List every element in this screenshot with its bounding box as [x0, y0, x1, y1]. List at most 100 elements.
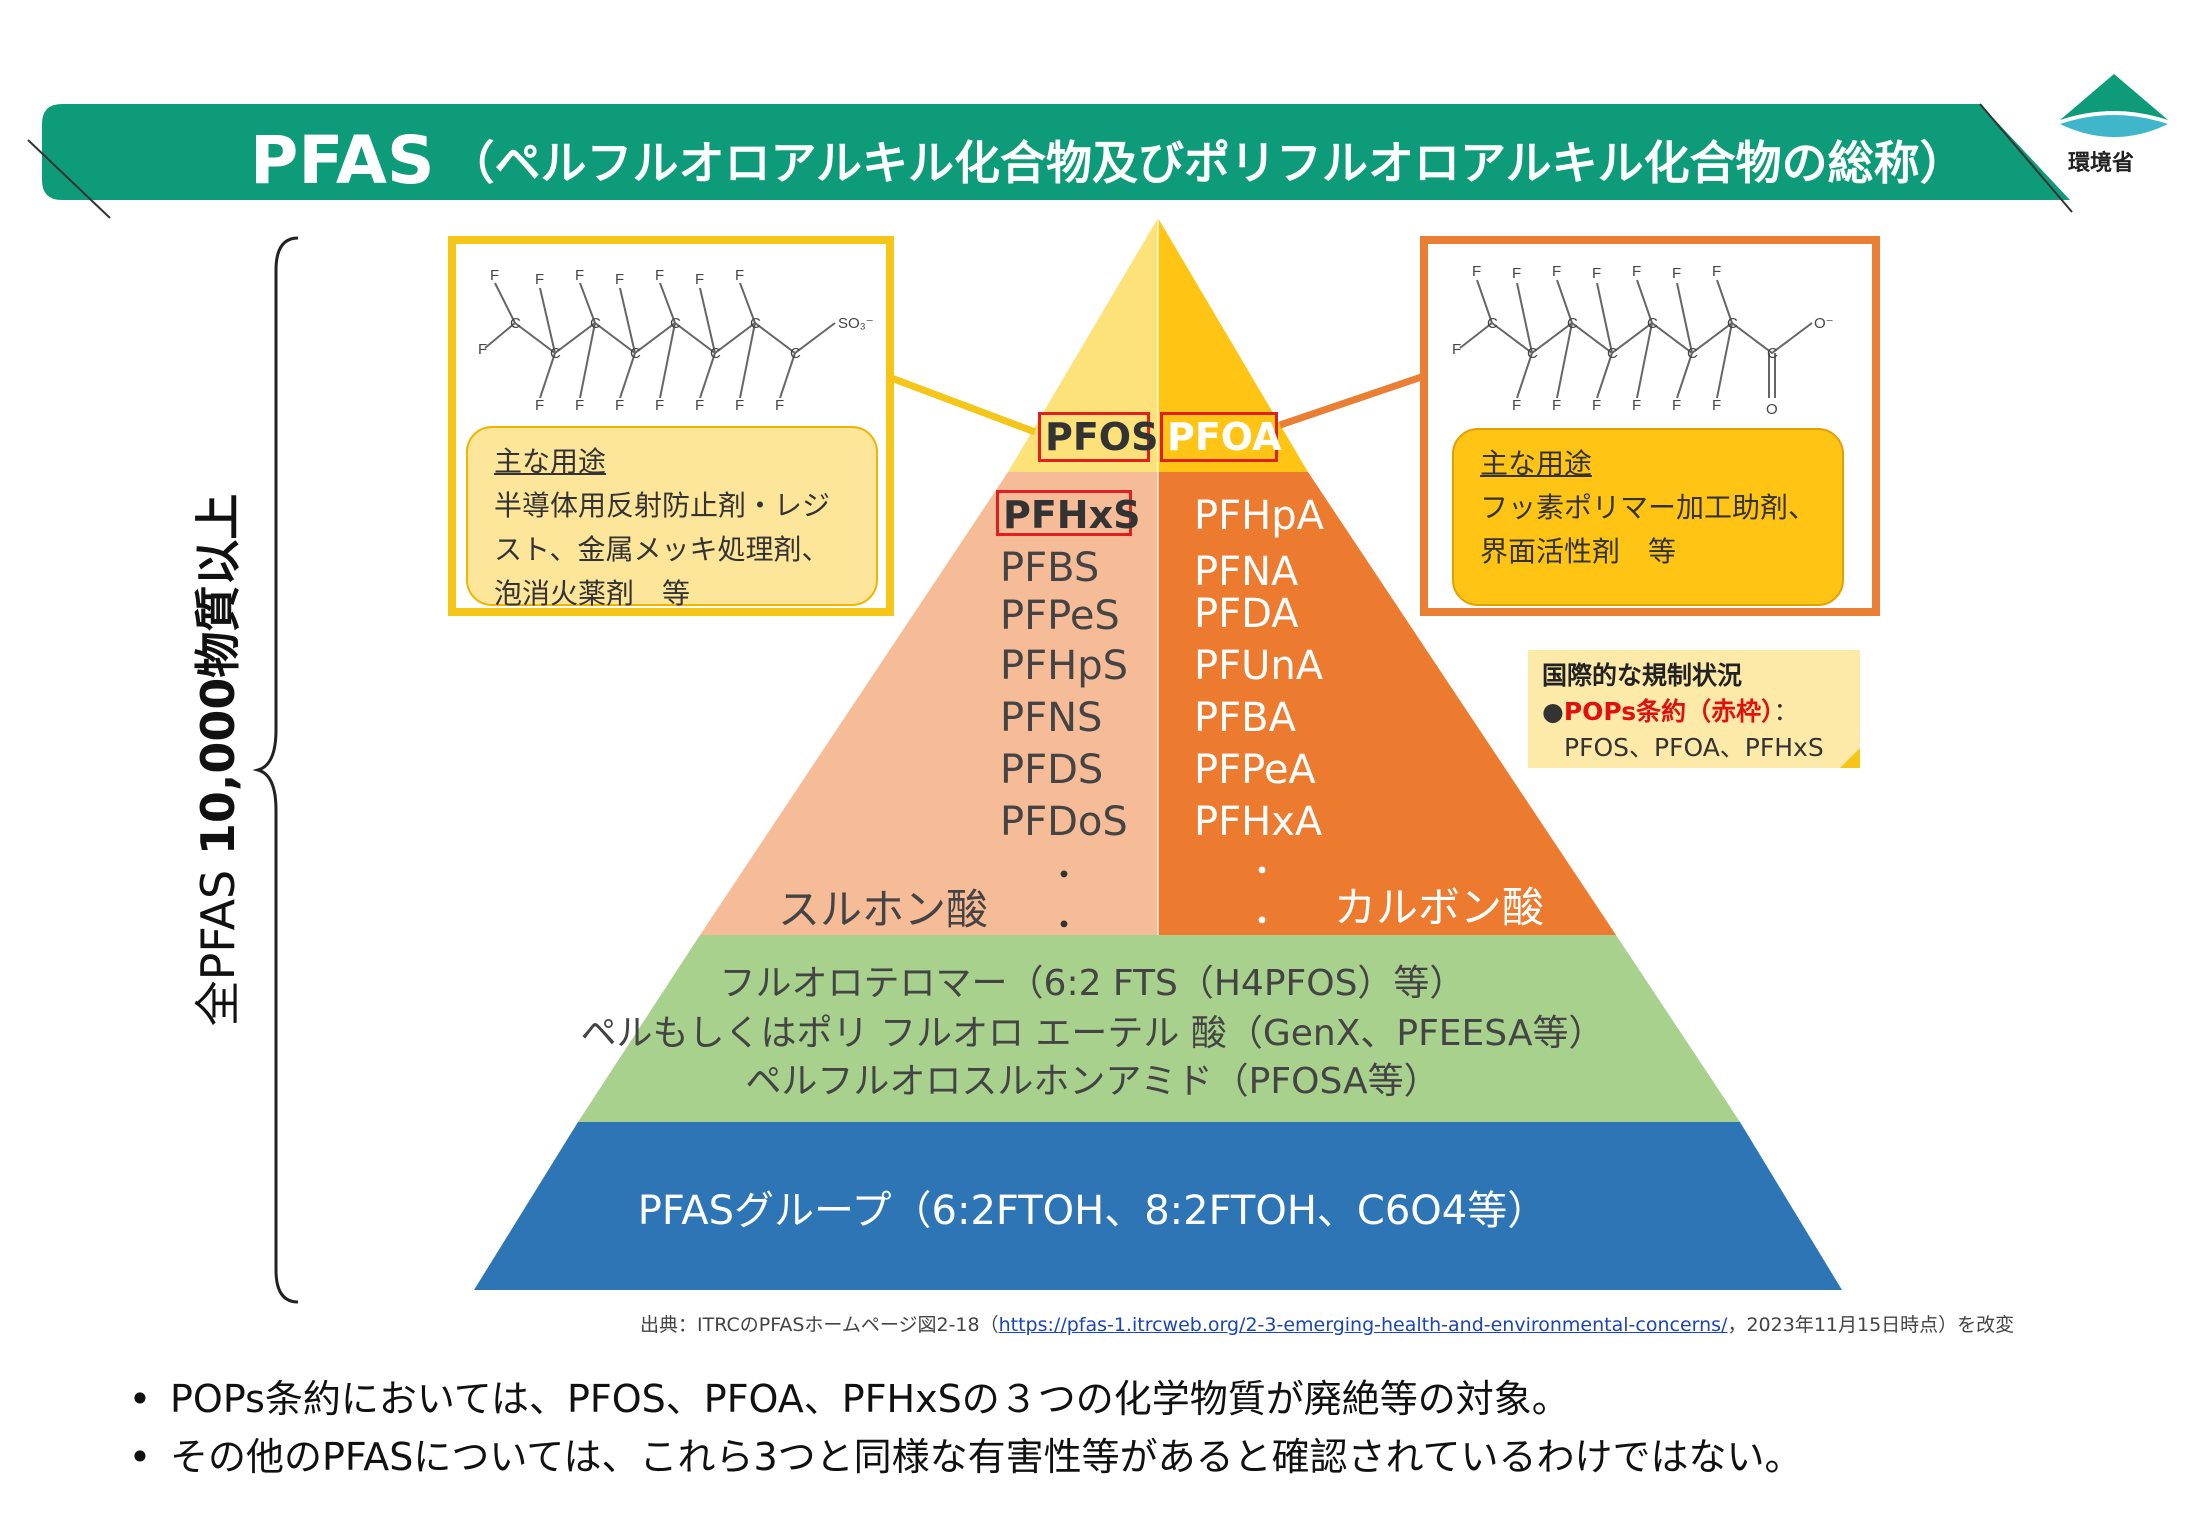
svg-text:C: C	[590, 315, 601, 332]
svg-text:F: F	[1672, 397, 1681, 414]
svg-text:F: F	[478, 341, 487, 358]
svg-text:C: C	[1687, 345, 1698, 362]
carboxylic-item: PFBA	[1194, 695, 1296, 741]
blue-band-line: PFASグループ（6:2FTOH、8:2FTOH、C6O4等）	[637, 1188, 1548, 1234]
svg-text:F: F	[1512, 397, 1521, 414]
carboxylic-item: PFPeA	[1194, 747, 1316, 793]
carboxylic-ellipsis: ・・	[1246, 852, 1279, 940]
pfas-pyramid	[474, 218, 1842, 1290]
svg-text:F: F	[735, 397, 744, 414]
bullet-item: • POPs条約においては、PFOS、PFOA、PFHxSの３つの化学物質が廃絶…	[110, 1370, 1803, 1428]
pfos-use-line: スト、金属メッキ処理剤、	[494, 533, 830, 566]
sulfonic-label: スルホン酸	[778, 885, 989, 934]
svg-text:F: F	[1592, 397, 1601, 414]
pfoa-use-line: フッ素ポリマー加工助剤、	[1480, 491, 1817, 524]
pfos-use-heading: 主な用途	[494, 445, 607, 478]
svg-text:C: C	[710, 345, 721, 362]
carboxylic-label: カルボン酸	[1334, 883, 1545, 932]
source-suffix: ，2023年11月15日時点）を改変	[1727, 1314, 2015, 1336]
title-sub: （ペルフルオロアルキル化合物及びポリフルオロアルキル化合物の総称）	[448, 136, 1966, 190]
side-brace	[252, 236, 299, 1304]
ministry-logo-icon	[2060, 74, 2168, 137]
svg-text:C: C	[670, 315, 681, 332]
summary-bullets: • POPs条約においては、PFOS、PFOA、PFHxSの３つの化学物質が廃絶…	[110, 1370, 1803, 1486]
pfoa-use-heading: 主な用途	[1480, 447, 1593, 480]
pfos-use-line: 半導体用反射防止剤・レジ	[494, 489, 831, 522]
svg-text:C: C	[550, 345, 561, 362]
carboxylic-item: PFNA	[1194, 549, 1299, 595]
svg-text:F: F	[1712, 263, 1721, 280]
svg-text:F: F	[695, 397, 704, 414]
pfoa-oxygen: O	[1766, 401, 1778, 418]
svg-text:F: F	[1472, 263, 1481, 280]
pfos-structure-icon: FF FF FF FF FF FF FF F CC CC CC CC SO₃⁻	[478, 267, 874, 414]
svg-text:C: C	[510, 315, 521, 332]
pfos-use-box: 主な用途 半導体用反射防止剤・レジ スト、金属メッキ処理剤、 泡消火薬剤 等	[466, 426, 878, 610]
svg-text:F: F	[1552, 263, 1561, 280]
regulation-items: PFOS、PFOA、PFHxS	[1564, 733, 1824, 762]
svg-text:C: C	[1647, 315, 1658, 332]
regulation-note: 国際的な規制状況 ●POPs条約（赤枠）： PFOS、PFOA、PFHxS	[1528, 650, 1860, 768]
svg-text:C: C	[1487, 315, 1498, 332]
svg-text:F: F	[735, 267, 744, 284]
regulation-colon: ：	[1773, 697, 1799, 726]
svg-text:F: F	[1452, 341, 1461, 358]
svg-text:C: C	[1607, 345, 1618, 362]
svg-text:C: C	[1767, 345, 1778, 362]
source-citation: 出典：ITRCのPFASホームページ図2-18（https://pfas-1.i…	[640, 1310, 2014, 1337]
pyramid-carboxylic	[1158, 472, 1616, 935]
pfos-end-group: SO₃⁻	[838, 315, 874, 332]
green-band-line: ペルもしくはポリ フルオロ エーテル 酸（GenX、PFEESA等）	[580, 1013, 1605, 1054]
sulfonic-item: PFNS	[1000, 695, 1103, 741]
sulfonic-item: PFBS	[1000, 545, 1100, 591]
bullet-text: POPs条約においては、PFOS、PFOA、PFHxSの３つの化学物質が廃絶等の…	[170, 1377, 1570, 1421]
svg-text:F: F	[1632, 263, 1641, 280]
pyramid-blue-band	[474, 1122, 1842, 1290]
svg-text:F: F	[575, 397, 584, 414]
bullet-mark: •	[128, 1435, 152, 1479]
sulfonic-ellipsis: ・・	[1048, 856, 1081, 944]
pfos-tag: PFOS	[1038, 412, 1158, 462]
sulfonic-item: PFHpS	[1000, 643, 1128, 689]
svg-text:F: F	[1712, 397, 1721, 414]
pfoa-use-line: 界面活性剤 等	[1480, 535, 1677, 568]
svg-text:C: C	[1567, 315, 1578, 332]
pfos-connector	[868, 366, 1037, 436]
svg-text:C: C	[750, 315, 761, 332]
green-band-line: ペルフルオロスルホンアミド（PFOSA等）	[745, 1061, 1440, 1102]
title-banner	[27, 103, 2073, 219]
carboxylic-item: PFHxA	[1194, 799, 1323, 845]
svg-text:C: C	[1727, 315, 1738, 332]
carboxylic-item: PFUnA	[1194, 643, 1324, 689]
ministry-logo-text: 環境省	[2068, 151, 2135, 176]
svg-text:F: F	[490, 267, 499, 284]
note-fold-icon	[1840, 748, 1860, 768]
title-main: PFAS	[250, 121, 435, 199]
pfos-use-line: 泡消火薬剤 等	[494, 577, 691, 610]
svg-text:F: F	[615, 271, 624, 288]
carboxylic-item: PFDA	[1194, 591, 1299, 637]
pyramid-sulfonic	[700, 472, 1158, 935]
svg-text:F: F	[775, 397, 784, 414]
pyramid-top-left	[1008, 218, 1158, 472]
svg-text:F: F	[535, 397, 544, 414]
svg-text:F: F	[655, 397, 664, 414]
svg-text:C: C	[630, 345, 641, 362]
svg-text:F: F	[1512, 265, 1521, 282]
source-link[interactable]: https://pfas-1.itrcweb.org/2-3-emerging-…	[998, 1314, 1728, 1336]
carboxylic-list: PFHpA PFNA PFDA PFUnA PFBA PFPeA PFHxA	[1194, 490, 1324, 848]
pfoa-use-box: 主な用途 フッ素ポリマー加工助剤、 界面活性剤 等	[1452, 428, 1844, 606]
sulfonic-item: PFPeS	[1000, 593, 1120, 639]
sulfonic-list: PFBS PFPeS PFHpS PFNS PFDS PFDoS	[1000, 542, 1128, 848]
svg-text:F: F	[1592, 265, 1601, 282]
regulation-red-text: POPs条約（赤枠）	[1563, 697, 1774, 726]
bullet-text: その他のPFASについては、これら3つと同様な有害性等があると確認されているわけ…	[170, 1435, 1803, 1479]
pfoa-tag: PFOA	[1160, 412, 1282, 462]
pfoa-connector	[1278, 366, 1444, 429]
svg-text:C: C	[1527, 345, 1538, 362]
sulfonic-item: PFDS	[1000, 747, 1104, 793]
pfoa-structure-icon: FF FF FF FF FF FF FF CC CC CC CC O O⁻	[1452, 263, 1834, 418]
pyramid-green-band	[578, 935, 1740, 1122]
pyramid-top-right	[1158, 218, 1308, 472]
svg-text:F: F	[535, 271, 544, 288]
